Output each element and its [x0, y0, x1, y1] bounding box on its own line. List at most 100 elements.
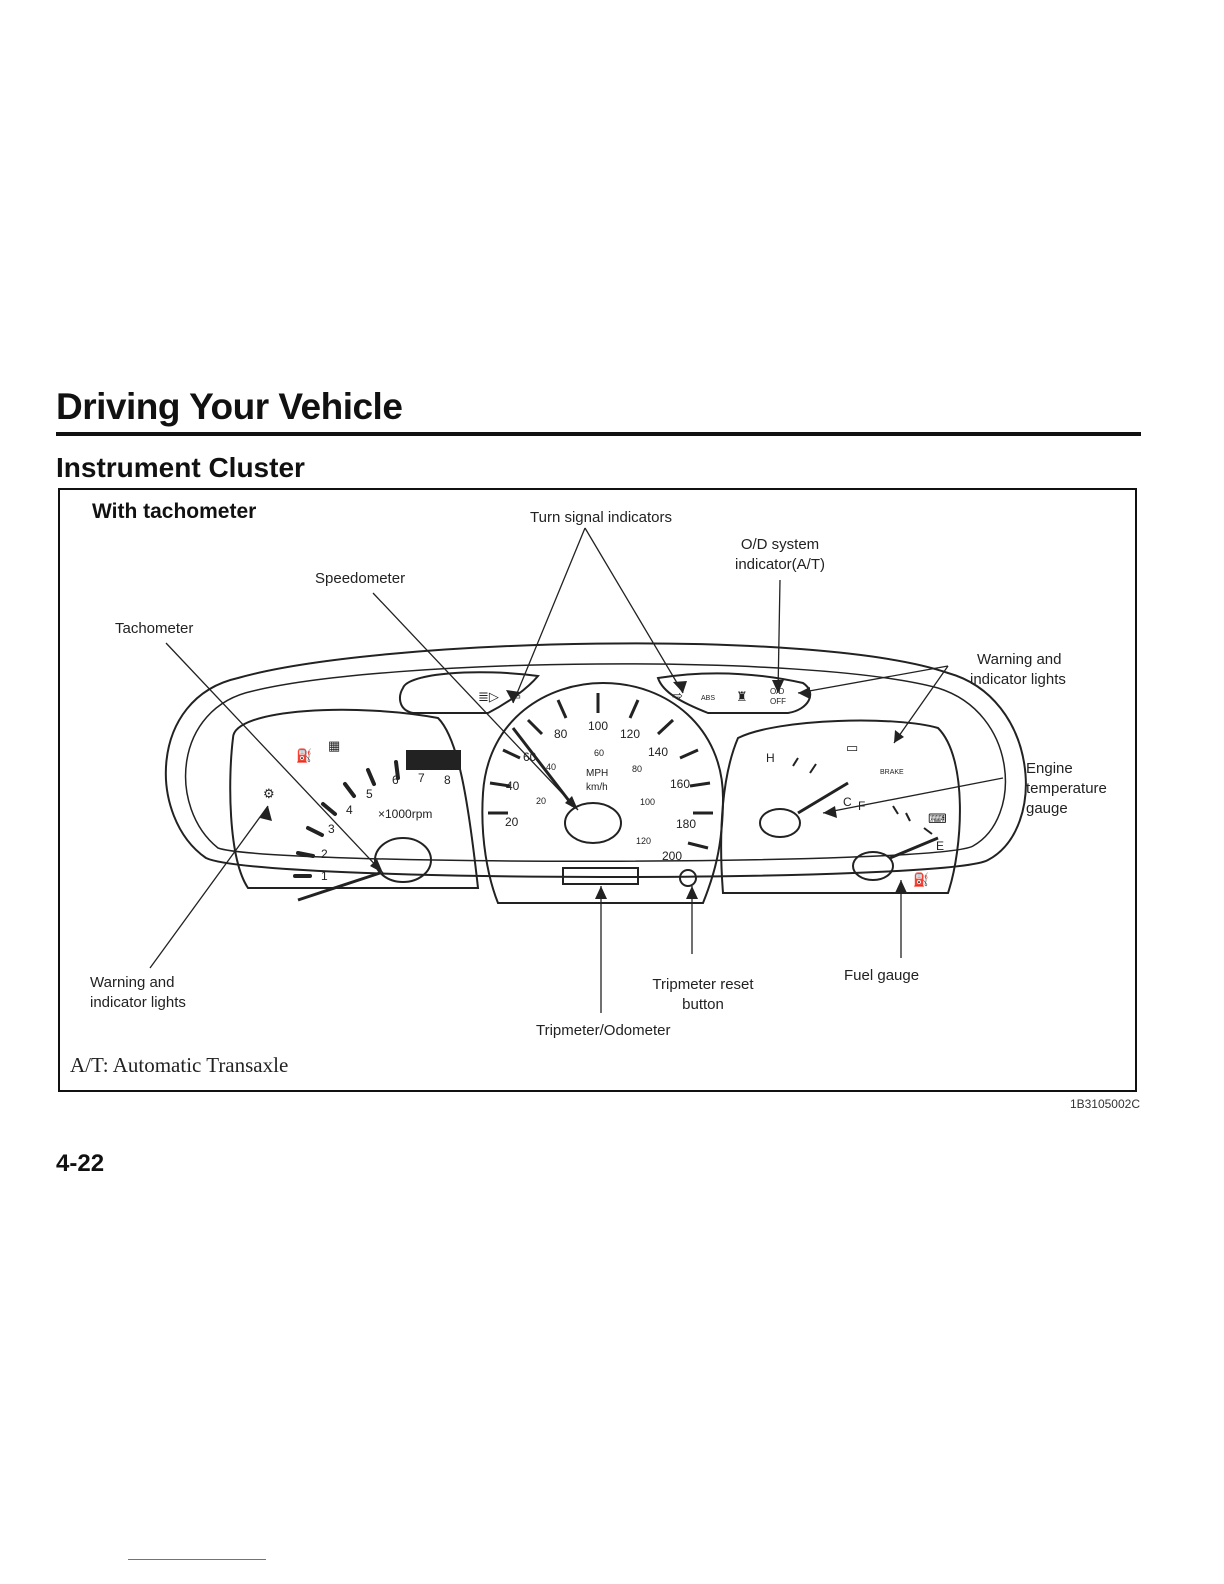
- odometer-window: [562, 867, 639, 885]
- tach-label-6: 6: [392, 773, 399, 787]
- battery-icon: ▭: [846, 740, 858, 755]
- mph-label-160: 160: [670, 777, 690, 791]
- label-od-line1: O/D system: [740, 536, 820, 553]
- header-rule: [56, 432, 1141, 436]
- label-engine-temp-line2: temperature: [1026, 780, 1107, 797]
- tach-redzone: [406, 750, 461, 770]
- label-engine-temp-line1: Engine: [1026, 760, 1073, 777]
- label-trip-reset-line1: Tripmeter reset: [652, 976, 754, 993]
- figure-frame: [58, 488, 1137, 1092]
- speedo-hub: [564, 802, 622, 844]
- label-warning-left: Warning and indicator lights: [90, 973, 186, 1013]
- cluster-outline: [164, 642, 1027, 879]
- label-fuel-gauge: Fuel gauge: [844, 967, 920, 984]
- tach-label-1: 1: [321, 869, 328, 883]
- right-pod: [720, 719, 961, 894]
- headlight-high-beam-icon: ≣▷: [478, 689, 499, 704]
- label-speedometer: Speedometer: [315, 570, 406, 587]
- mph-label-200: 200: [662, 849, 682, 863]
- od-off-bottom: OFF: [770, 697, 786, 706]
- fuel-empty-label: E: [936, 839, 944, 853]
- arrowhead-fuel: [895, 880, 907, 893]
- check-engine-icon: ⚙: [263, 786, 275, 801]
- arrowhead-right-turn: [673, 681, 687, 693]
- label-engine-temp-line3: gauge: [1026, 800, 1068, 817]
- arrowhead-engine-temp: [823, 806, 837, 818]
- kmh-label-120: 120: [636, 836, 651, 846]
- temp-hot-label: H: [766, 751, 775, 765]
- section-title: Instrument Cluster: [56, 452, 305, 483]
- tach-needle: [297, 871, 381, 902]
- mph-label-100: 100: [588, 719, 608, 733]
- label-turn-signal: Turn signal indicators: [530, 509, 673, 526]
- temp-fuel-ticks: [792, 757, 933, 835]
- kmh-label-20: 20: [536, 796, 546, 806]
- tach-label-7: 7: [418, 771, 425, 785]
- callout-lines: [149, 527, 1004, 1013]
- mph-unit: MPH: [586, 768, 608, 779]
- arrowhead-tachometer: [370, 859, 383, 873]
- fuel-hub: [852, 851, 894, 881]
- tach-hub: [374, 837, 432, 883]
- tach-label-3: 3: [328, 822, 335, 836]
- fuel-full-label: F: [858, 799, 865, 813]
- speedo-needle: [511, 727, 575, 807]
- label-warning-right: Warning and indicator lights: [970, 650, 1066, 690]
- tach-label-8: 8: [444, 773, 451, 787]
- kmh-label-100: 100: [640, 797, 655, 807]
- speedo-pod: [481, 681, 725, 904]
- tach-label-5: 5: [366, 787, 373, 801]
- tach-ticks: [293, 760, 400, 878]
- speedo-ticks: [488, 693, 713, 850]
- page-number: 4-22: [56, 1150, 105, 1177]
- mph-label-120: 120: [620, 727, 640, 741]
- arrowhead-warning-right: [798, 687, 810, 699]
- arrowhead-trip-odo: [595, 886, 607, 899]
- label-od-line2: indicator(A/T): [734, 556, 826, 573]
- label-trip-odometer: Tripmeter/Odometer: [536, 1022, 671, 1039]
- mph-label-40: 40: [506, 779, 520, 793]
- mph-label-20: 20: [505, 815, 519, 829]
- oil-pressure-icon: ⌨: [928, 811, 947, 826]
- bottom-rule: [128, 1559, 266, 1560]
- mph-label-80: 80: [554, 727, 568, 741]
- label-trip-reset-line2: button: [682, 996, 724, 1013]
- kmh-label-40: 40: [546, 762, 556, 772]
- label-warning-right-line2: indicator lights: [970, 671, 1066, 688]
- mph-label-180: 180: [676, 817, 696, 831]
- tach-label-2: 2: [321, 847, 328, 861]
- chapter-title: Driving Your Vehicle: [56, 386, 403, 427]
- right-turn-arrow-icon: ⇨: [672, 688, 683, 703]
- label-tachometer: Tachometer: [115, 620, 194, 637]
- mph-label-60: 60: [523, 750, 537, 764]
- temp-cold-label: C: [843, 795, 852, 809]
- label-warning-left-line2: indicator lights: [90, 994, 186, 1011]
- arrowhead-brake: [894, 730, 904, 743]
- seatbelt-icon: ♜: [736, 689, 748, 704]
- temp-hub: [759, 808, 801, 838]
- instrument-cluster-illustration: 1 2 3 4 5 6 7 8 ×1000rpm 20 40 60 80 100…: [149, 527, 1027, 1013]
- kmh-unit: km/h: [586, 782, 608, 793]
- arrowhead-trip-reset: [686, 886, 698, 899]
- label-warning-right-line1: Warning and: [977, 651, 1062, 668]
- kmh-label-80: 80: [632, 764, 642, 774]
- figure-code: 1B3105002C: [1069, 1097, 1140, 1111]
- figure-subtitle: With tachometer: [92, 500, 257, 523]
- arrowhead-speedometer: [565, 796, 578, 810]
- low-fuel-icon: ⛽: [913, 872, 929, 887]
- indicator-strip-left: [399, 671, 540, 714]
- kmh-label-60: 60: [594, 748, 604, 758]
- fuel-pump-icon: ⛽: [296, 748, 312, 763]
- temp-needle: [797, 781, 849, 815]
- abs-icon: ABS: [701, 695, 715, 702]
- arrowhead-left-turn: [506, 690, 520, 703]
- rear-defrost-icon: ▦: [328, 738, 340, 753]
- trip-reset-knob: [679, 869, 697, 887]
- figure-footnote: A/T: Automatic Transaxle: [70, 1053, 289, 1077]
- tach-label-4: 4: [346, 803, 353, 817]
- mph-label-140: 140: [648, 745, 668, 759]
- label-trip-reset: Tripmeter reset button: [640, 975, 766, 1015]
- arrowhead-od: [772, 680, 784, 693]
- label-warning-left-line1: Warning and: [90, 974, 175, 991]
- label-od-system: O/D system indicator(A/T): [720, 535, 840, 575]
